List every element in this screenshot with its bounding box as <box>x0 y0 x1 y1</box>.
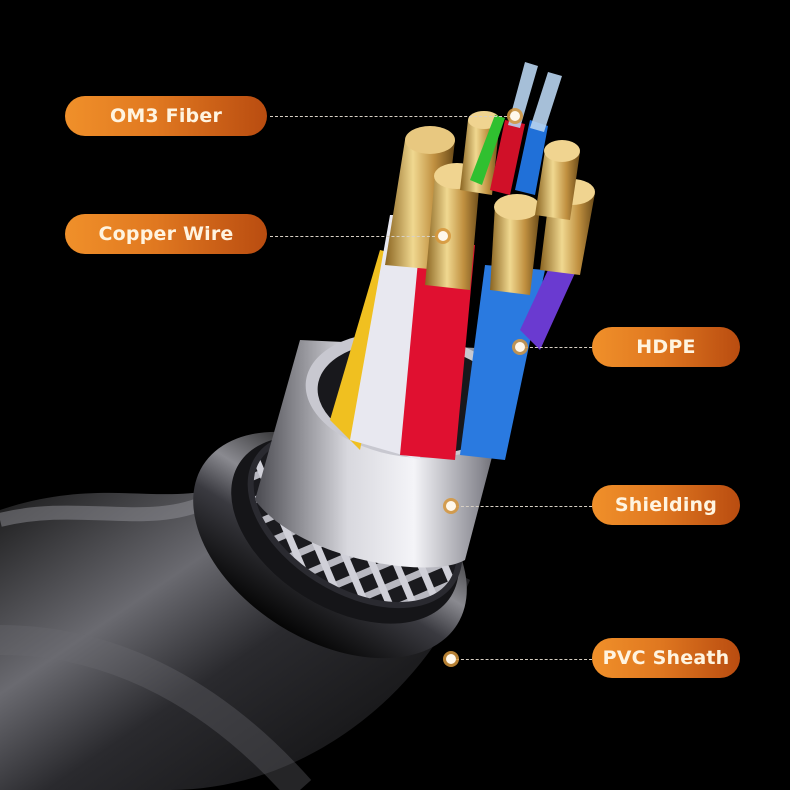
marker-dot-om3-fiber <box>510 111 520 121</box>
label-pvc-sheath: PVC Sheath <box>592 638 740 678</box>
label-hdpe: HDPE <box>592 327 740 367</box>
label-pvc-sheath-text: PVC Sheath <box>602 647 730 669</box>
marker-dot-copper-wire <box>438 231 448 241</box>
marker-dot-hdpe <box>515 342 525 352</box>
leader-line-om3-fiber <box>270 116 512 117</box>
leader-line-pvc-sheath <box>456 659 592 660</box>
label-hdpe-text: HDPE <box>636 336 696 358</box>
label-om3-fiber-text: OM3 Fiber <box>109 105 223 127</box>
label-shielding-text: Shielding <box>614 494 718 516</box>
label-shielding: Shielding <box>592 485 740 525</box>
label-copper-wire-text: Copper Wire <box>98 223 234 245</box>
marker-dot-shielding <box>446 501 456 511</box>
label-om3-fiber: OM3 Fiber <box>65 96 267 136</box>
marker-dot-pvc-sheath <box>446 654 456 664</box>
leader-line-hdpe <box>525 347 592 348</box>
leader-line-shielding <box>456 506 592 507</box>
leader-line-copper-wire <box>270 236 440 237</box>
label-copper-wire: Copper Wire <box>65 214 267 254</box>
